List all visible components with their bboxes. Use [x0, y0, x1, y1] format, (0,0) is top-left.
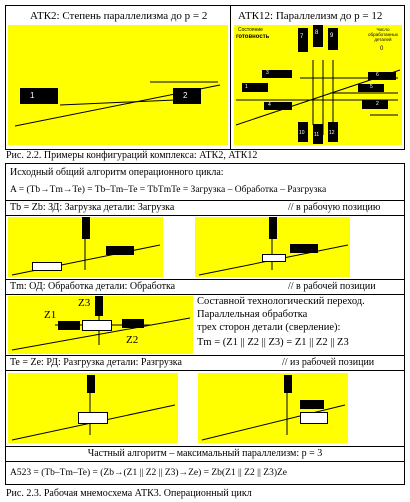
- atk12-zero-value: 0: [380, 46, 384, 52]
- atk12-block-7-label: 7: [300, 34, 304, 40]
- row-divider-2: [5, 215, 405, 216]
- machining-desc-3: трех сторон детали (сверление):: [197, 322, 341, 333]
- row-divider-3: [5, 279, 405, 280]
- atk12-block-10-label: 10: [299, 130, 305, 136]
- atk12-block-8: 8: [313, 25, 323, 47]
- load-right-part: [262, 254, 286, 262]
- unload-right-part: [300, 412, 328, 424]
- load-left-part: [32, 262, 62, 271]
- atk12-block-3-label: 3: [266, 70, 269, 76]
- unload-title: Te = Ze: РД: Разгрузка детали: Разгрузка: [10, 357, 182, 368]
- atk12-block-2-label: 2: [376, 101, 379, 107]
- particular-formula: A523 = (Tb–Tm–Te) = (Zb→(Z1 || Z2 || Z3)…: [10, 468, 288, 478]
- atk12-status-small: Состояние: [238, 27, 263, 33]
- atk12-status-big: готовность: [236, 34, 270, 40]
- unload-right-clamp: [300, 400, 324, 409]
- atk12-block-4-label: 4: [268, 102, 271, 108]
- atk12-parts-counter: Число обработанных деталей: [368, 27, 399, 42]
- atk12-block-3: 3: [262, 70, 292, 78]
- machining-title: Tm: ОД: Обработка детали: Обработка: [10, 281, 176, 292]
- unload-right-drill: [284, 375, 292, 393]
- particular-line: Частный алгоритм – максимальный параллел…: [87, 448, 323, 459]
- atk2-block-1: 1: [20, 88, 58, 104]
- load-left-clamp: [106, 246, 134, 255]
- load-comment: // в рабочую позицию: [288, 202, 381, 213]
- row-divider-8: [5, 461, 405, 462]
- atk12-block-12-label: 12: [329, 130, 335, 136]
- row-divider-7: [5, 446, 405, 447]
- unload-left-drill: [87, 375, 95, 393]
- load-right-clamp: [290, 244, 318, 253]
- machining-part: [82, 320, 112, 331]
- load-left-drill: [82, 217, 90, 239]
- machining-comment: // в рабочей позиции: [288, 281, 376, 292]
- atk12-block-9-label: 9: [330, 33, 334, 39]
- atk12-block-11-label: 11: [314, 132, 320, 138]
- machining-desc-2: Параллельная обработка: [197, 309, 308, 320]
- atk12-block-5-label: 5: [370, 84, 373, 90]
- unload-comment: // из рабочей позиции: [282, 357, 375, 368]
- atk12-block-4: 4: [264, 102, 292, 110]
- atk12-title: АТК12: Параллелизм до p = 12: [238, 10, 383, 22]
- atk12-block-5: 5: [358, 84, 384, 92]
- atk2-panel: [8, 25, 228, 145]
- atk12-block-7: 7: [298, 28, 308, 52]
- machining-label-z3: Z3: [78, 297, 91, 309]
- atk12-block-11: 11: [313, 124, 323, 144]
- machining-drill-z2: [122, 319, 144, 328]
- row-divider-4: [5, 294, 405, 295]
- atk12-block-6-label: 6: [376, 72, 379, 78]
- algo-line-1: Исходный общий алгоритм операционного ци…: [10, 167, 224, 178]
- figure-caption-2-2: Рис. 2.2. Примеры конфигураций комплекса…: [6, 150, 258, 161]
- atk12-block-2: 2: [362, 100, 388, 109]
- load-right-drill: [269, 217, 277, 239]
- atk12-block-10: 10: [298, 122, 308, 142]
- algo-line-2: A = (Tb→Tm→Te) = Tb–Tm–Te = TbTmTe = Заг…: [10, 185, 327, 195]
- atk12-block-9: 9: [328, 28, 338, 50]
- figure-caption-2-3: Рис. 2.3. Рабочая мнемосхема АТК3. Опера…: [6, 488, 252, 499]
- machining-desc-1: Составной технологический переход.: [197, 296, 365, 307]
- row-divider-1: [5, 200, 405, 201]
- machining-label-z2: Z2: [126, 334, 139, 346]
- load-title: Tb = Zb: ЗД: Загрузка детали: Загрузка: [10, 202, 175, 213]
- machining-label-z1: Z1: [44, 309, 57, 321]
- atk2-block-2: 2: [173, 88, 201, 104]
- row-divider-6: [5, 370, 405, 371]
- cycle-table: [5, 163, 405, 485]
- atk12-block-12: 12: [328, 122, 338, 142]
- top-divider: [230, 5, 231, 150]
- machining-formula: Tm = (Z1 || Z2 || Z3) = Z1 || Z2 || Z3: [197, 337, 349, 348]
- atk12-block-8-label: 8: [315, 30, 319, 36]
- atk12-block-6: 6: [368, 72, 396, 80]
- machining-drill-z3: [95, 296, 103, 316]
- row-divider-5: [5, 355, 405, 356]
- machining-drill-z1: [58, 321, 80, 330]
- atk2-title: АТК2: Степень параллелизма до p = 2: [30, 10, 208, 22]
- atk2-block-2-label: 2: [183, 91, 188, 100]
- atk12-block-1-label: 1: [245, 84, 248, 90]
- atk12-block-1: 1: [242, 83, 268, 92]
- unload-left-part: [78, 412, 108, 424]
- atk2-block-1-label: 1: [30, 91, 35, 100]
- top-figure-frame: [5, 5, 405, 150]
